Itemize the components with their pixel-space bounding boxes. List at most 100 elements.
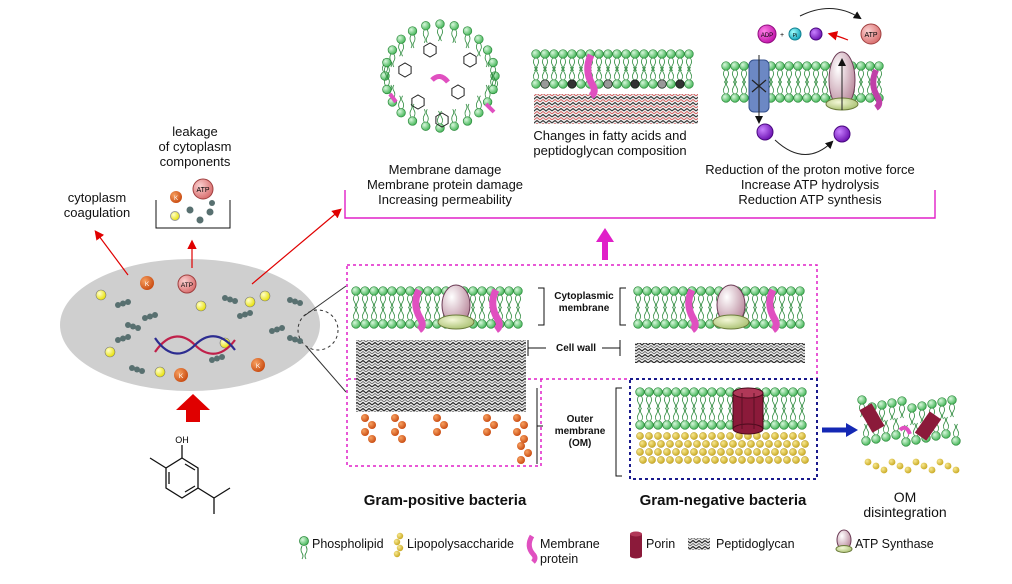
phospholipid — [423, 286, 433, 309]
phospholipid — [739, 61, 749, 84]
lta-bead — [520, 421, 528, 429]
phospholipid — [531, 66, 541, 89]
lps-bead — [717, 448, 725, 456]
bacterial-cell — [60, 259, 320, 391]
lps-fragment — [936, 458, 944, 466]
lps-fragment — [944, 462, 952, 470]
lps-bead — [801, 440, 809, 448]
phospholipid — [666, 49, 676, 72]
lps-bead — [636, 432, 644, 440]
phospholipid — [689, 387, 699, 410]
phospholipid — [660, 286, 670, 309]
legend-membrane-protein-icon — [526, 534, 538, 564]
altered-lipid-head — [603, 79, 613, 89]
lps-bead — [735, 448, 743, 456]
lps-bead — [645, 432, 653, 440]
lta-bead — [391, 428, 399, 436]
lta-bead — [483, 428, 491, 436]
cytoplasm-protein-bead — [120, 335, 126, 342]
phospholipid — [947, 395, 957, 418]
yellow-ion — [104, 346, 116, 358]
mechanism-line: Membrane damage — [388, 162, 502, 177]
potassium-ion-leak — [170, 191, 182, 203]
legend-phospholipid-icon — [299, 536, 309, 560]
cytoplasmic-wall-box — [346, 264, 818, 380]
phospholipid — [648, 66, 658, 89]
phospholipid — [621, 66, 631, 89]
lps-bead — [693, 440, 701, 448]
lps-bead — [639, 456, 647, 464]
lps-bead — [702, 440, 710, 448]
lps-bead — [792, 456, 800, 464]
legend-peptidoglycan-label: Peptidoglycan — [716, 537, 795, 551]
lps-bead — [729, 456, 737, 464]
phospholipid — [639, 49, 649, 72]
lps-bead — [726, 448, 734, 456]
lps-bead — [729, 440, 737, 448]
potassium-label: K — [145, 281, 150, 288]
phospholipid — [887, 398, 897, 421]
fatty-acids-text: Changes in fatty acids and peptidoglycan… — [510, 128, 710, 158]
phospholipid — [351, 286, 361, 309]
lps-bead — [666, 456, 674, 464]
lps-bead — [783, 456, 791, 464]
phospholipid — [937, 397, 947, 420]
adp-molecule — [757, 24, 777, 44]
big-red-arrow-head — [176, 394, 210, 410]
membrane-protein-gp-2 — [489, 288, 503, 333]
lps-bead — [663, 432, 671, 440]
cytoplasm-protein-bead — [279, 325, 285, 331]
protein-fragment-leak-1 — [186, 206, 194, 214]
lps-bead — [717, 432, 725, 440]
phospholipid — [669, 306, 679, 329]
zoom-circle — [297, 309, 339, 351]
mechanism-bracket — [344, 190, 936, 219]
phospholipid — [730, 61, 740, 84]
cytoplasm-protein-bead — [247, 310, 253, 316]
cytoplasm-protein-bead — [287, 335, 293, 341]
blue-arrow-head — [846, 423, 858, 437]
phospholipid — [707, 407, 717, 430]
gram-positive-title: Gram-positive bacteria — [363, 492, 527, 509]
protein-fragment-leak-2 — [196, 216, 204, 224]
lps-bead — [726, 432, 734, 440]
damaged-protein-fragment — [388, 92, 496, 114]
lta-bead — [398, 435, 406, 443]
lta-bead — [513, 428, 521, 436]
phospholipid — [435, 19, 445, 42]
lps-bead — [771, 432, 779, 440]
potassium-ion — [251, 358, 265, 372]
phospholipid — [684, 66, 694, 89]
lps-bead — [681, 432, 689, 440]
phospholipid — [635, 407, 645, 430]
cytoplasm-protein-bead — [297, 300, 303, 306]
bracket-cyto-right — [619, 287, 626, 326]
gram-negative-title: Gram-negative bacteria — [639, 492, 807, 509]
porin-fragment — [914, 411, 942, 441]
yellow-ion — [154, 366, 166, 378]
phospholipid — [369, 286, 379, 309]
phospholipid — [705, 286, 715, 309]
lps-bead — [684, 456, 692, 464]
phospholipid — [941, 416, 951, 439]
outer-membrane-box — [629, 378, 818, 480]
phospholipid — [396, 286, 406, 309]
lps-fragment — [912, 458, 920, 466]
phospholipid — [449, 109, 459, 131]
phospholipid — [716, 407, 726, 430]
phospholipid — [689, 407, 699, 430]
cytoplasm-protein-bead — [237, 313, 243, 319]
peptidoglycan-thin — [635, 343, 805, 363]
phospholipid — [435, 110, 445, 133]
phospholipid — [531, 49, 541, 72]
lps-bead — [657, 440, 665, 448]
lta-bead — [398, 421, 406, 429]
phospholipid — [378, 306, 388, 329]
phospholipid — [698, 407, 708, 430]
lipoteichoic-chains — [361, 414, 532, 464]
leakage-container — [155, 200, 231, 229]
lta-bead — [440, 421, 448, 429]
cytoplasm-protein-bead — [219, 354, 225, 360]
phospholipid — [594, 49, 604, 72]
